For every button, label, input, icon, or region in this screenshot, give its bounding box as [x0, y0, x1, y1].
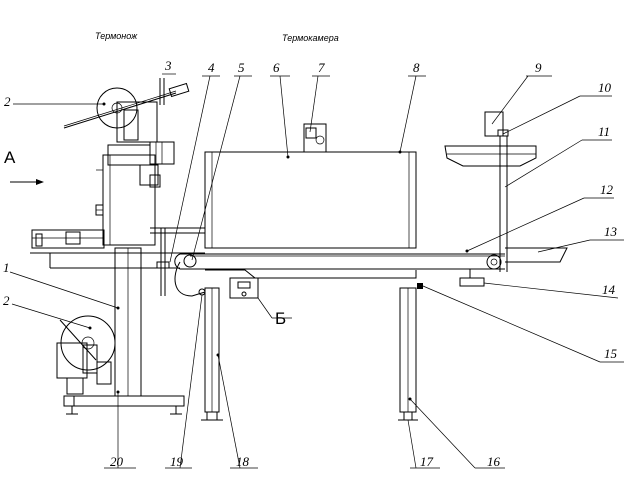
callouts: 1 2 2 3 4 5 6 7 8 9	[3, 58, 624, 469]
callout-15: 15	[604, 346, 618, 361]
tension-unit	[459, 277, 485, 287]
arm-handle	[168, 82, 190, 98]
callout-6: 6	[273, 60, 280, 75]
view-a-marker: А	[4, 148, 44, 185]
callout-18: 18	[236, 454, 250, 469]
callout-9: 9	[535, 60, 542, 75]
callout-16: 16	[487, 454, 501, 469]
chamber-hood	[204, 151, 417, 249]
conveyor-drive-roller	[183, 254, 197, 268]
callout-11: 11	[598, 124, 610, 139]
caption-thermoknife: Термонож	[95, 31, 138, 41]
callout-2-upper: 2	[4, 94, 11, 109]
callout-8: 8	[413, 60, 420, 75]
callout-1: 1	[3, 260, 10, 275]
outfeed-table	[505, 247, 568, 263]
view-a-label: А	[4, 148, 16, 167]
machine-base	[63, 395, 185, 407]
callout-4: 4	[208, 60, 215, 75]
thermoknife-unit	[30, 78, 205, 415]
cooling-fan-hood	[444, 145, 537, 167]
infeed-conveyor	[31, 229, 105, 249]
callout-17: 17	[420, 454, 434, 469]
thermochamber-unit	[174, 123, 505, 421]
knife-column	[102, 154, 156, 246]
callout-10: 10	[598, 80, 612, 95]
callout-13: 13	[604, 224, 618, 239]
caption-thermochamber: Термокамера	[282, 33, 339, 43]
cooling-unit	[444, 111, 568, 287]
cooling-fan-motor	[484, 111, 504, 137]
callout-19: 19	[170, 454, 184, 469]
callout-12: 12	[600, 182, 614, 197]
callout-14: 14	[602, 282, 616, 297]
control-panel	[229, 277, 259, 299]
outfeed-roller	[486, 254, 502, 270]
callout-20: 20	[110, 454, 124, 469]
callout-2-lower: 2	[3, 293, 10, 308]
callout-5: 5	[238, 60, 245, 75]
callout-7: 7	[318, 60, 325, 75]
view-b-label: Б	[275, 309, 286, 328]
callout-3: 3	[164, 58, 172, 73]
